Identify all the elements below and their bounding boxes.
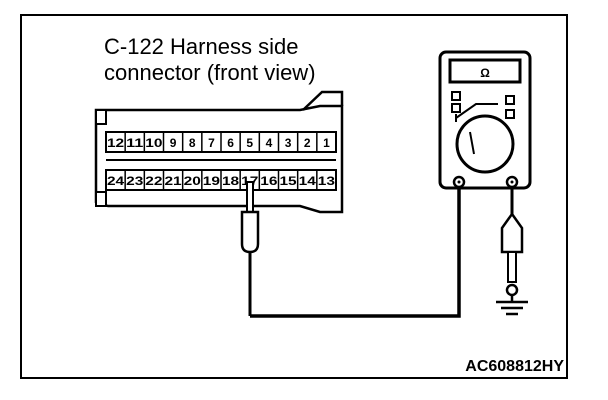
pin-label-21: 21 (164, 174, 182, 188)
range-dial (455, 114, 515, 174)
pin-label-4: 4 (266, 136, 273, 150)
diagram-frame (20, 14, 568, 379)
pin-label-2: 2 (304, 136, 311, 150)
pin-label-10: 10 (145, 136, 163, 150)
ohmmeter-display (448, 58, 522, 84)
pin-label-5: 5 (246, 136, 253, 150)
pin-label-12: 12 (107, 136, 125, 150)
pin-label-15: 15 (279, 174, 297, 188)
title-line-2: connector (front view) (104, 60, 316, 85)
pin-label-11: 11 (126, 136, 144, 150)
v-ohm-terminal-dot (510, 180, 514, 184)
pin-label-19: 19 (203, 174, 221, 188)
dial-pointer (469, 131, 475, 155)
ohm-symbol: Ω (480, 66, 490, 80)
connector-key-left-bottom (95, 191, 107, 207)
ohmmeter: Ω (438, 50, 532, 190)
test-lead-wire (250, 182, 461, 318)
pin-label-1: 1 (323, 136, 330, 150)
pin-label-24: 24 (107, 174, 125, 188)
figure-id: AC608812HY (465, 358, 564, 375)
probe-tip (246, 181, 254, 213)
com-terminal-dot (457, 180, 461, 184)
meter-scale-mark (455, 103, 498, 122)
meter-key-4 (505, 109, 515, 119)
meter-key-2 (451, 103, 461, 113)
pin-label-3: 3 (285, 136, 292, 150)
pin-label-13: 13 (318, 174, 336, 188)
connector-latch (302, 90, 344, 111)
diagram-title: C-122 Harness side connector (front view… (104, 34, 316, 86)
connector-probe (240, 181, 260, 316)
meter-key-1 (451, 91, 461, 101)
title-line-1: C-122 Harness side (104, 34, 299, 59)
pin-label-6: 6 (227, 136, 234, 150)
ground-clip (505, 283, 519, 297)
pin-label-18: 18 (222, 174, 240, 188)
pin-label-23: 23 (126, 174, 144, 188)
meter-key-3 (505, 95, 515, 105)
pin-label-20: 20 (184, 174, 202, 188)
pin-label-14: 14 (299, 174, 317, 188)
ground-lead (496, 186, 528, 316)
ground-probe-tip (507, 251, 517, 283)
connector-key-left-top (95, 109, 107, 125)
pin-label-8: 8 (189, 136, 196, 150)
probe-handle (240, 210, 260, 254)
pin-label-16: 16 (260, 174, 278, 188)
pin-row-bottom: 242322212019181716151413 (107, 170, 335, 190)
pin-label-22: 22 (145, 174, 163, 188)
ground-probe-handle (500, 211, 524, 254)
pin-label-9: 9 (170, 136, 177, 150)
pin-label-7: 7 (208, 136, 215, 150)
